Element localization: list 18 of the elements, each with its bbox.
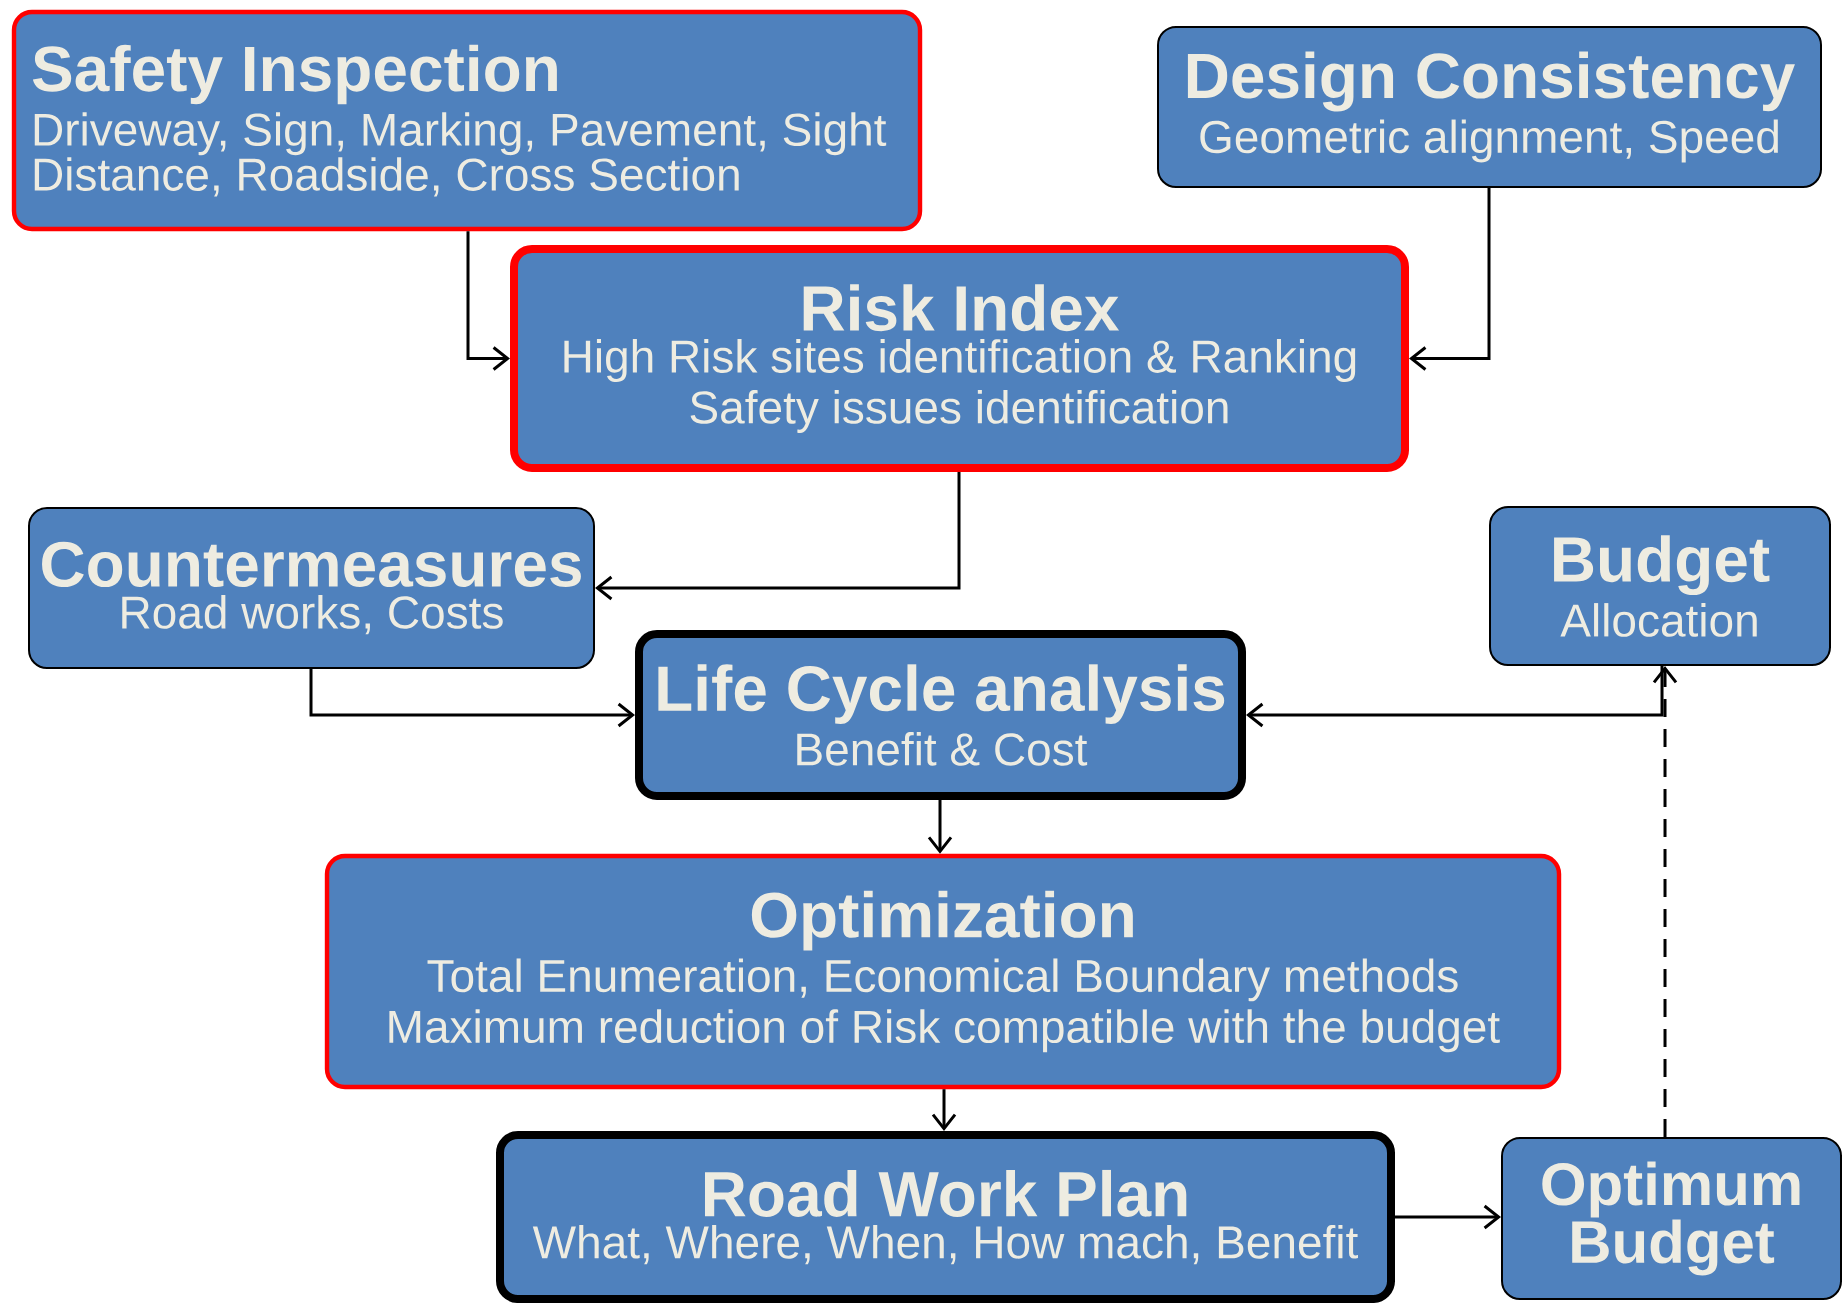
arrow <box>1395 1204 1501 1230</box>
process-box: Design Consistency Geometric alignment, Speed <box>1157 26 1822 188</box>
process-box: Countermeasures Road works, Costs <box>28 507 595 669</box>
process-box: Road Work Plan What, Where, When, How mach, Benefit <box>496 1131 1395 1303</box>
arrow <box>1409 188 1491 371</box>
process-box: Optimum Budget <box>1501 1137 1842 1300</box>
process-box: Risk Index High Risk sites identification & Ranking Safety issues identification <box>510 245 1409 472</box>
process-box: Safety Inspection Driveway, Sign, Marking, Pavement, Sight Distance, Roadside, Cross Section <box>11 9 923 232</box>
arrow <box>595 472 961 601</box>
process-box: Life Cycle analysis Benefit & Cost <box>635 630 1246 800</box>
arrow <box>466 231 510 371</box>
process-box: Optimization Total Enumeration, Economical Boundary methods Maximum reduction of Risk compatible with the budget <box>324 853 1562 1090</box>
arrow <box>1652 666 1678 1137</box>
arrow <box>931 1089 957 1131</box>
process-box: Budget Allocation <box>1489 506 1831 666</box>
arrow <box>927 800 953 854</box>
arrow <box>1246 666 1664 728</box>
arrow <box>309 669 635 728</box>
